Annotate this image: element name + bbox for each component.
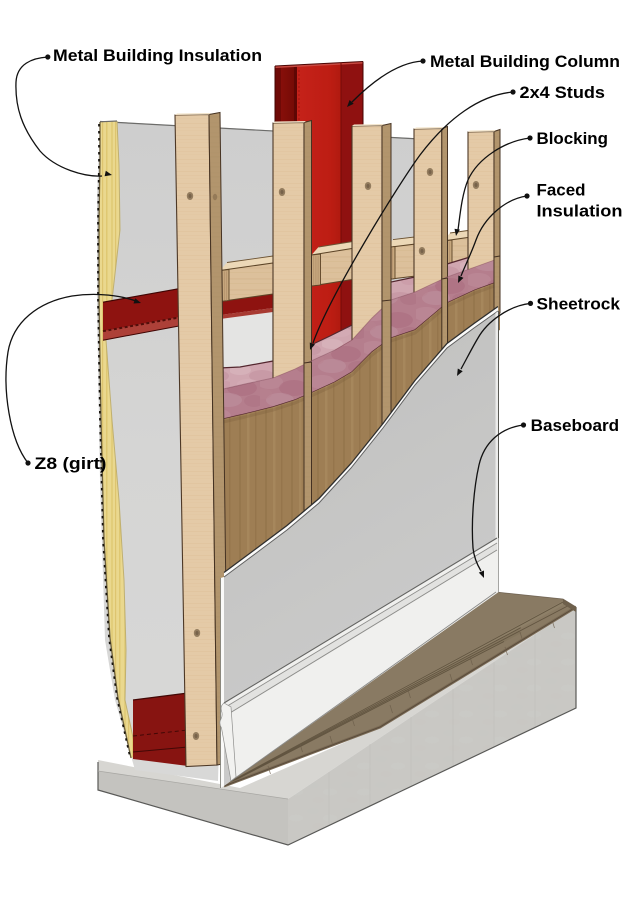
svg-text:Metal Building Column: Metal Building Column — [430, 53, 620, 71]
svg-text:Z8 (girt): Z8 (girt) — [35, 455, 107, 473]
svg-text:Sheetrock: Sheetrock — [537, 295, 621, 313]
svg-text:Insulation: Insulation — [537, 203, 623, 221]
svg-text:Faced: Faced — [537, 182, 586, 200]
svg-text:Metal Building Insulation: Metal Building Insulation — [53, 47, 262, 65]
svg-text:Baseboard: Baseboard — [531, 417, 620, 435]
svg-text:2x4 Studs: 2x4 Studs — [520, 84, 606, 102]
svg-text:Blocking: Blocking — [537, 130, 609, 148]
